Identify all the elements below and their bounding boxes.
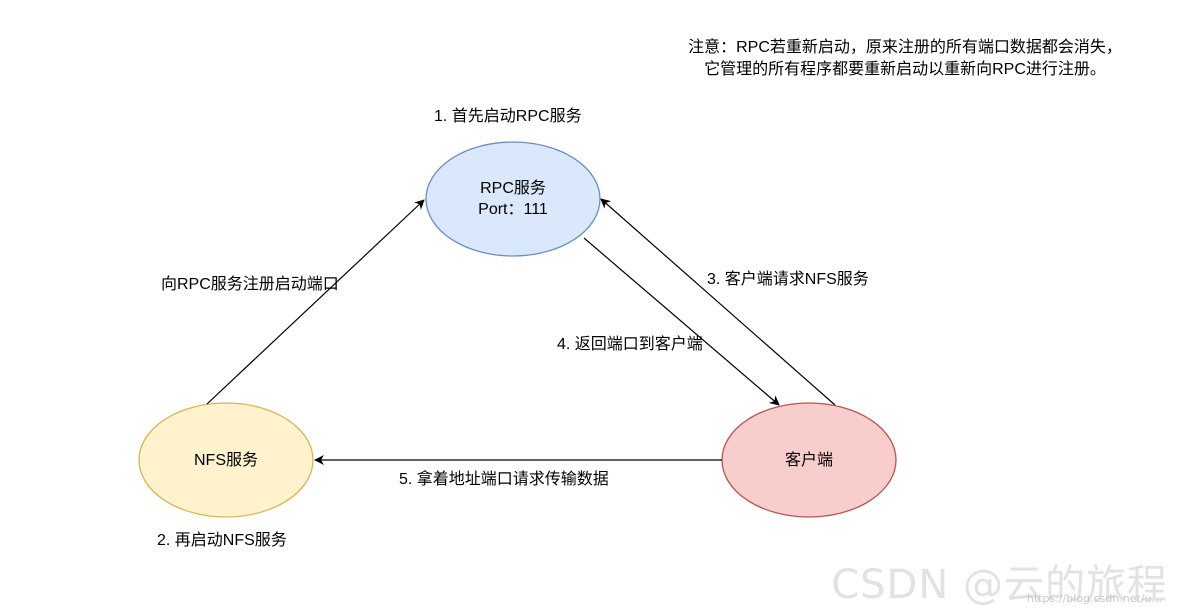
nfs-service-label: NFS服务 xyxy=(193,452,258,469)
watermark-url-text: https://blog.csdn.net/u... xyxy=(1026,592,1162,605)
nfs-service-node xyxy=(138,402,314,518)
step-1-label: 1. 首先启动RPC服务 xyxy=(434,108,582,125)
note-text: 注意：RPC若重新启动，原来注册的所有端口数据都会消失， 它管理的所有程序都要重… xyxy=(650,37,1160,81)
step-4-label: 4. 返回端口到客户端 xyxy=(557,336,703,353)
client-label: 客户端 xyxy=(784,452,833,469)
return-port-arrow xyxy=(583,237,780,406)
client-request-arrow xyxy=(600,198,836,406)
step-3-label: 3. 客户端请求NFS服务 xyxy=(707,271,869,288)
watermark-main-text: CSDN @云的旅程 xyxy=(831,562,1168,608)
rpc-service-port: Port：111 xyxy=(478,201,548,218)
rpc-service-label: RPC服务 Port：111 xyxy=(453,178,573,220)
step-5-label: 5. 拿着地址端口请求传输数据 xyxy=(399,471,609,488)
register-arrow xyxy=(206,199,425,405)
note-line-1: 注意：RPC若重新启动，原来注册的所有端口数据都会消失， xyxy=(688,39,1122,56)
step-2-label: 2. 再启动NFS服务 xyxy=(157,532,287,549)
rpc-service-name: RPC服务 xyxy=(480,180,546,197)
csdn-watermark: CSDN @云的旅程 https://blog.csdn.net/u... xyxy=(831,563,1168,607)
rpc-service-node xyxy=(425,141,601,257)
note-line-2: 它管理的所有程序都要重新启动以重新向RPC进行注册。 xyxy=(704,61,1106,78)
register-label: 向RPC服务注册启动端口 xyxy=(161,276,339,293)
